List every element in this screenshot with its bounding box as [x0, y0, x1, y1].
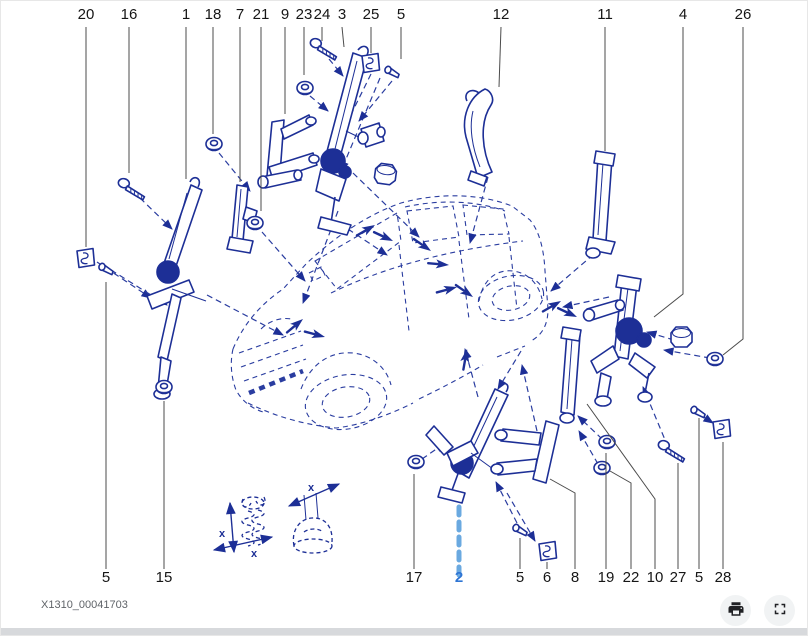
callout-25-top[interactable]: 25: [362, 6, 380, 23]
callout-21-top[interactable]: 21: [252, 6, 270, 23]
dimension-x-label: x: [308, 482, 315, 494]
part-guide-rail-10[interactable]: [559, 326, 582, 424]
inset-screw-dimensions: x x: [212, 496, 274, 560]
part-window-regulator-front-right[interactable]: [315, 45, 372, 236]
leader-lines: [85, 26, 744, 578]
callout-6-bottom[interactable]: 6: [542, 569, 552, 586]
association-lines: [96, 58, 714, 542]
callout-18-top[interactable]: 18: [204, 6, 222, 23]
callout-5-bottom[interactable]: 5: [101, 569, 111, 586]
callout-27-bottom[interactable]: 27: [669, 569, 687, 586]
fullscreen-button[interactable]: [764, 595, 795, 626]
callout-2-bottom[interactable]: 2: [454, 569, 464, 586]
callout-20-top[interactable]: 20: [77, 6, 95, 23]
callout-16-top[interactable]: 16: [120, 6, 138, 23]
callout-24-top[interactable]: 24: [313, 6, 331, 23]
callout-7-top[interactable]: 7: [235, 6, 245, 23]
bottom-bar: [1, 628, 807, 635]
part-window-regulator-front-left[interactable]: [146, 176, 207, 400]
callout-3-top[interactable]: 3: [337, 6, 347, 23]
dimension-x-label: x: [219, 528, 226, 540]
callout-28-bottom[interactable]: 28: [714, 569, 732, 586]
callout-26-top[interactable]: 26: [734, 6, 752, 23]
inset-grommet-dimension: x: [287, 482, 341, 554]
callout-11-top[interactable]: 11: [597, 6, 613, 23]
callout-9-top[interactable]: 9: [280, 6, 290, 23]
fullscreen-icon: [771, 600, 789, 621]
print-icon: [727, 600, 745, 621]
part-window-regulator-rear-right[interactable]: [590, 274, 656, 407]
callout-12-top[interactable]: 12: [492, 6, 510, 23]
callout-1-top[interactable]: 1: [181, 6, 191, 23]
part-guide-rail-rear[interactable]: [585, 150, 616, 259]
part-link-rod-front[interactable]: [257, 169, 303, 189]
image-code-label: X1310_00041703: [41, 599, 128, 611]
part-window-regulator-rear-left-selected[interactable]: [425, 382, 509, 504]
callout-15-bottom[interactable]: 15: [155, 569, 173, 586]
callout-10-bottom[interactable]: 10: [646, 569, 664, 586]
fastener-hex-caps[interactable]: [372, 161, 693, 348]
callout-5-bottom[interactable]: 5: [515, 569, 525, 586]
callout-4-top[interactable]: 4: [678, 6, 688, 23]
callout-19-bottom[interactable]: 19: [597, 569, 615, 586]
part-guide-rail-rear-door[interactable]: [463, 88, 494, 187]
callout-5-bottom[interactable]: 5: [694, 569, 704, 586]
part-link-rod-upper[interactable]: [357, 122, 386, 148]
part-link-rod-rear[interactable]: [582, 299, 626, 322]
part-bracket-rear[interactable]: [490, 420, 560, 484]
callout-22-bottom[interactable]: 22: [622, 569, 640, 586]
print-button[interactable]: [720, 595, 751, 626]
callout-23-top[interactable]: 23: [295, 6, 313, 23]
callout-5-top[interactable]: 5: [396, 6, 406, 23]
dimension-x-label: x: [251, 548, 258, 560]
direction-arrows: [283, 221, 579, 372]
callout-8-bottom[interactable]: 8: [570, 569, 580, 586]
callout-17-bottom[interactable]: 17: [405, 569, 423, 586]
